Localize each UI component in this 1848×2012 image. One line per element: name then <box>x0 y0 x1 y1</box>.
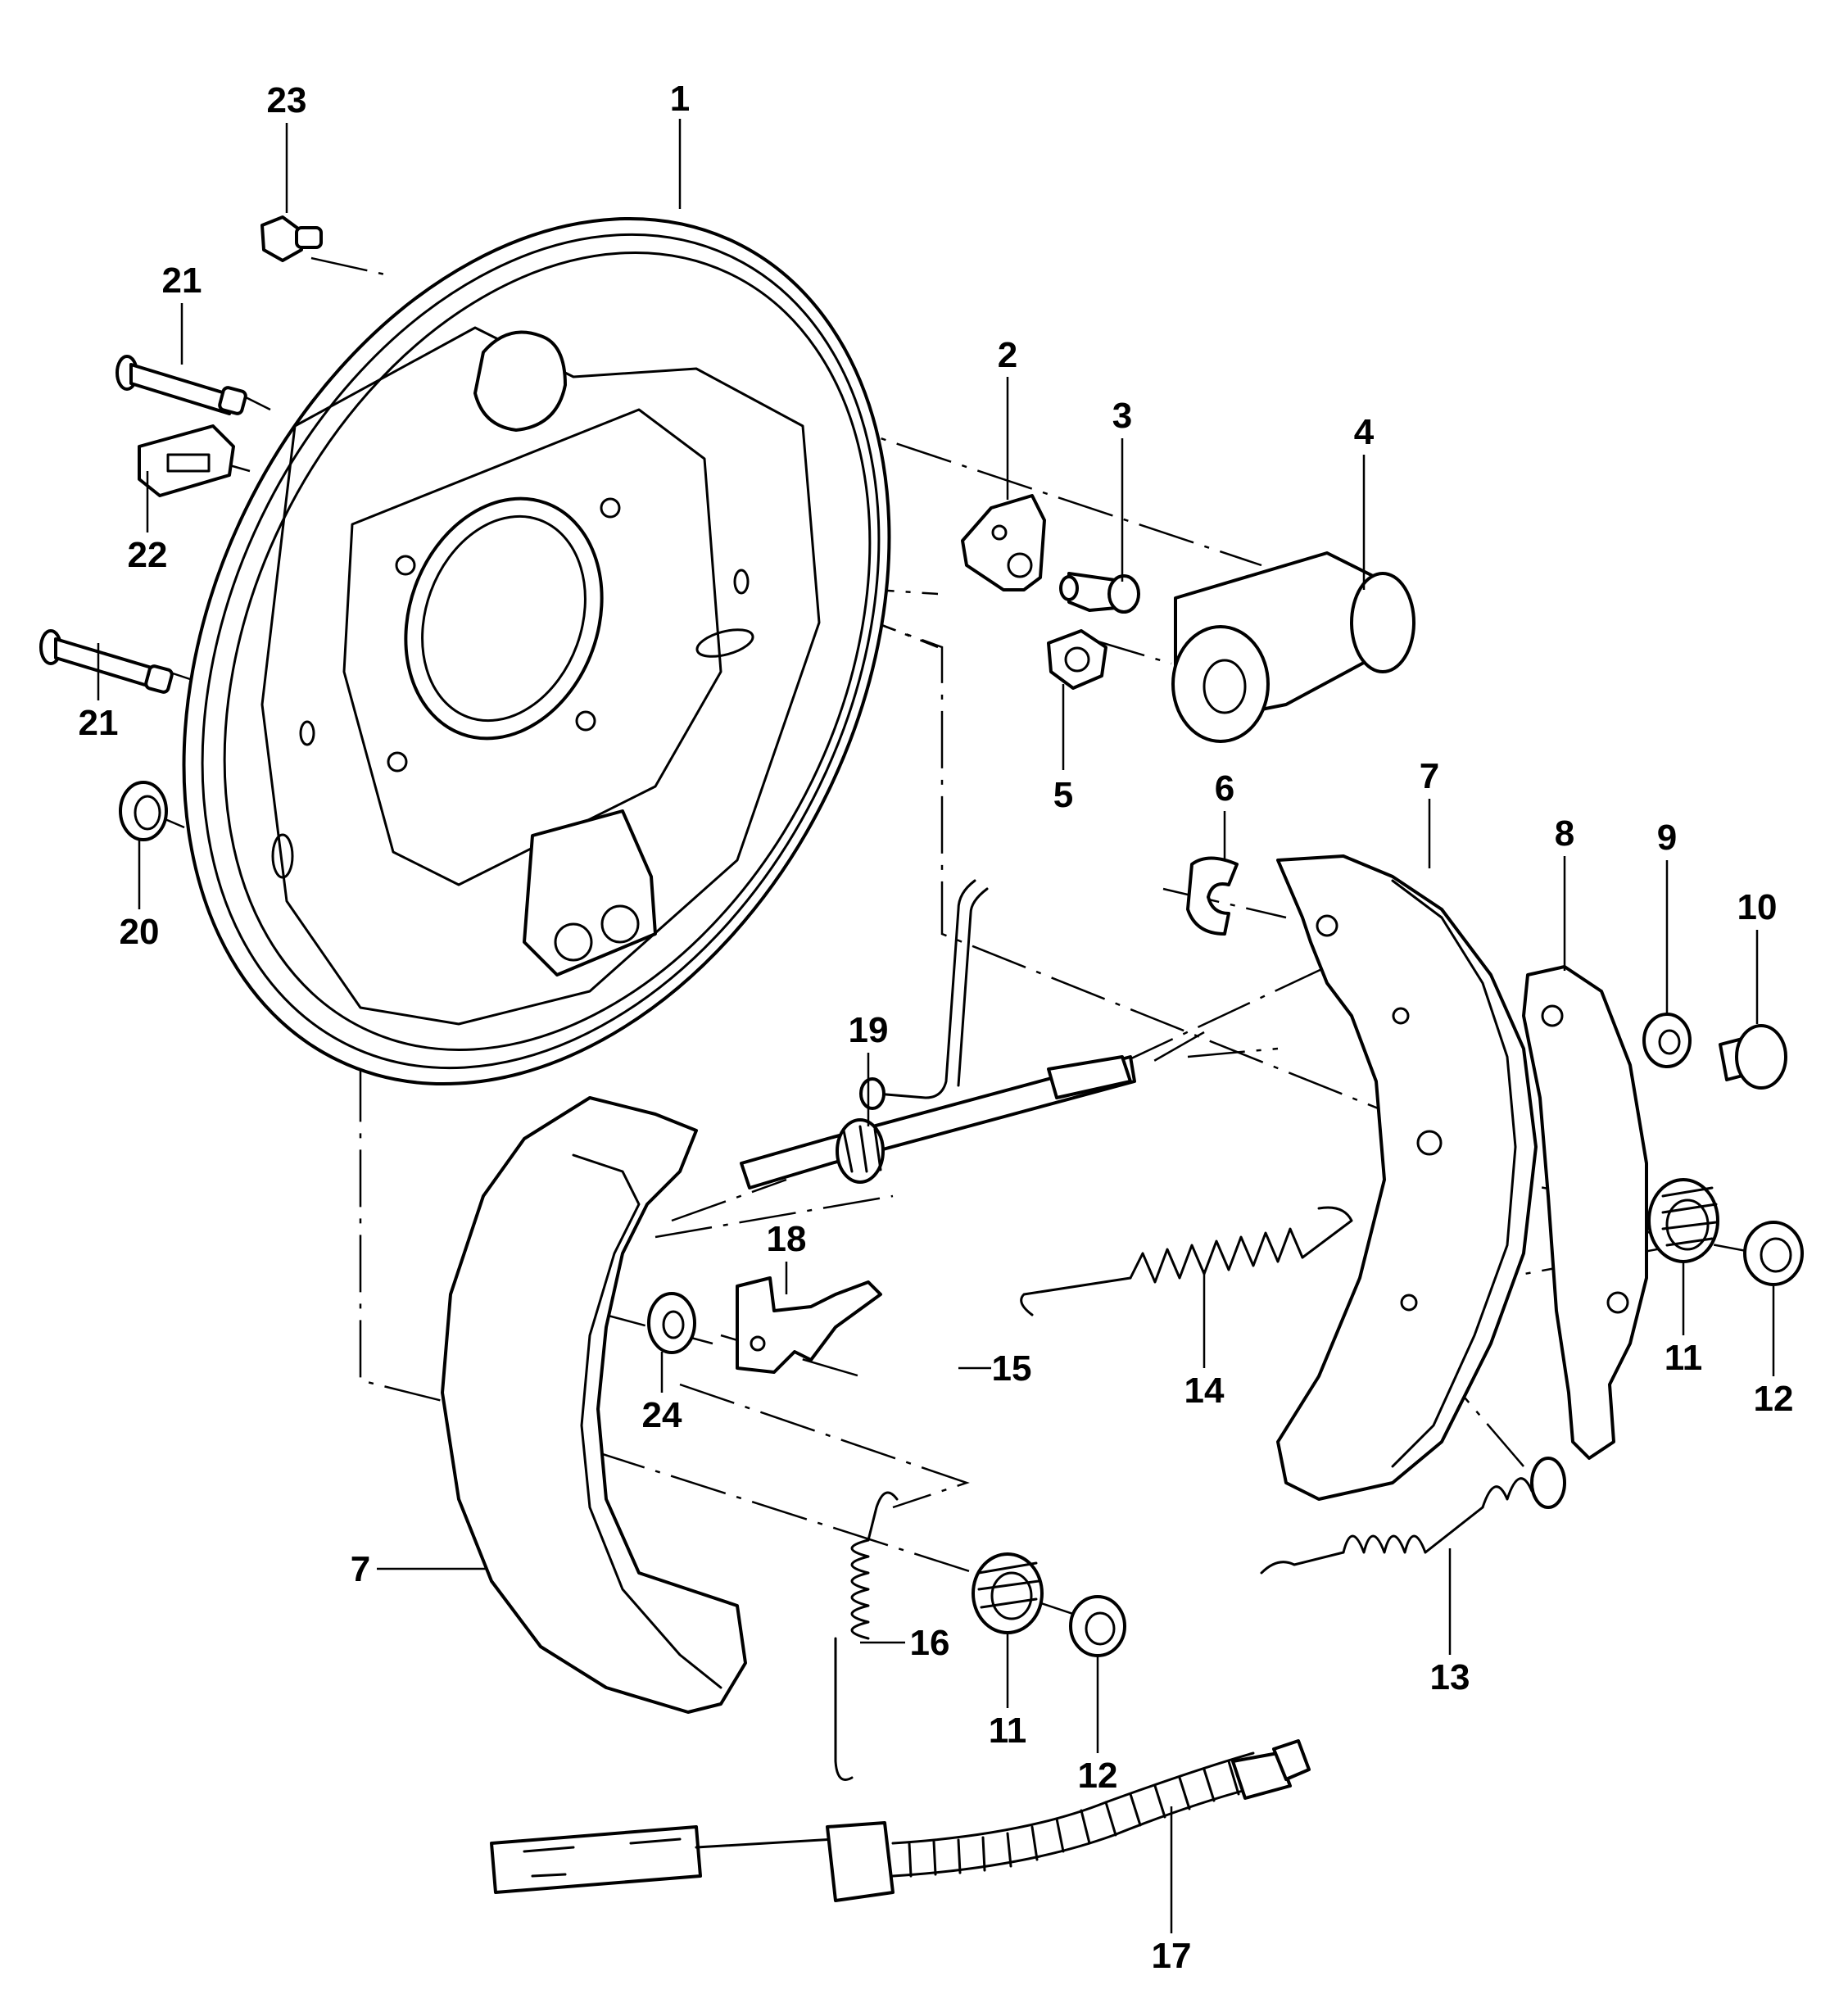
spring-16 <box>834 1491 899 1781</box>
washer-24 <box>647 1292 696 1354</box>
callout-23: 23 <box>267 80 307 120</box>
callout-17: 17 <box>1152 1936 1192 1976</box>
callout-7-right: 7 <box>1420 756 1439 796</box>
backing-plate <box>182 216 891 1086</box>
bolt-23 <box>260 215 323 262</box>
callout-14: 14 <box>1184 1371 1225 1411</box>
spring-cup-11-right <box>1647 1178 1719 1263</box>
callout-22: 22 <box>128 535 168 575</box>
lever-8 <box>1522 965 1648 1460</box>
callout-15: 15 <box>992 1348 1032 1389</box>
callout-12-left: 12 <box>1078 1756 1118 1796</box>
callout-7-left: 7 <box>351 1549 370 1589</box>
retainer-15 <box>859 879 989 1110</box>
callout-21-top: 21 <box>162 261 202 301</box>
callout-11-right: 11 <box>1665 1338 1703 1378</box>
callout-6: 6 <box>1215 768 1234 809</box>
callout-numbers: 1 2 3 4 5 6 7 7 8 9 10 11 11 12 12 13 14… <box>79 79 1794 1976</box>
cable-17 <box>490 1739 1311 1902</box>
callout-13: 13 <box>1430 1657 1470 1697</box>
callout-12-right: 12 <box>1754 1379 1794 1419</box>
callout-21-bottom: 21 <box>79 703 119 743</box>
grommet-22 <box>138 424 235 497</box>
clip-6 <box>1186 856 1239 936</box>
brake-shoe-right <box>1276 854 1538 1501</box>
callout-10: 10 <box>1737 887 1778 927</box>
callout-18: 18 <box>767 1219 807 1259</box>
callout-2: 2 <box>998 335 1017 375</box>
bleeder-bracket <box>961 494 1046 591</box>
callout-3: 3 <box>1112 396 1132 436</box>
leader-lines <box>97 119 1775 1933</box>
pins-21 <box>39 355 247 694</box>
adjuster-19 <box>740 1055 1136 1190</box>
spring-14 <box>1020 1206 1353 1316</box>
callout-11-left: 11 <box>989 1711 1027 1751</box>
callout-24: 24 <box>642 1395 682 1435</box>
cap-12-right <box>1743 1221 1804 1286</box>
callout-5: 5 <box>1053 775 1073 815</box>
callout-4: 4 <box>1354 412 1375 452</box>
callout-9: 9 <box>1657 818 1677 858</box>
spring-cup-11-left <box>972 1552 1044 1634</box>
pin-10 <box>1719 1024 1787 1090</box>
lever-18 <box>736 1276 882 1374</box>
hex-nut <box>1047 629 1107 690</box>
callout-8: 8 <box>1555 813 1574 854</box>
callout-16: 16 <box>910 1623 950 1663</box>
wheel-cylinder <box>1171 551 1415 743</box>
callout-19: 19 <box>849 1010 889 1050</box>
bleeder-screw <box>1059 572 1140 614</box>
callout-20: 20 <box>120 912 160 952</box>
plug-20 <box>119 781 168 841</box>
brake-shoe-left <box>441 1096 747 1714</box>
washer-9 <box>1642 1013 1692 1068</box>
cap-12-left <box>1069 1595 1126 1657</box>
spring-13 <box>1260 1457 1566 1575</box>
callout-1: 1 <box>670 79 690 119</box>
